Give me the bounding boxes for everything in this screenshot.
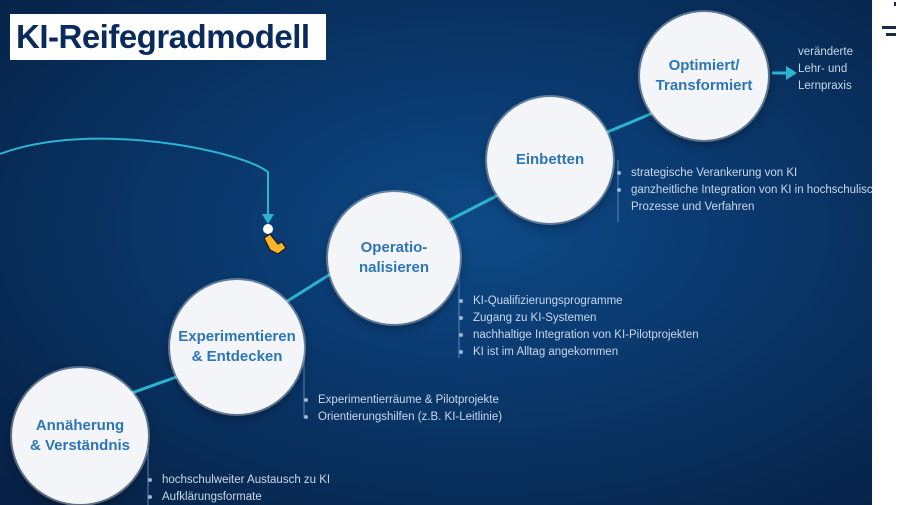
stage-label-1: Annäherung & Verständnis <box>29 417 131 454</box>
annotation-curve <box>0 137 269 220</box>
list-item: Orientierungshilfen (z.B. KI-Leitlinie) <box>304 409 502 426</box>
list-item: KI ist im Alltag angekommen <box>459 344 699 361</box>
slide: KI-Reifegradmodell Annäherung & Verständ… <box>0 0 872 505</box>
stage-2-bullets: Experimentierräume & Pilotprojekte Orien… <box>304 392 502 426</box>
list-item: KI-Qualifizierungsprogramme <box>459 293 699 310</box>
logo-fragment <box>880 0 903 60</box>
list-item: nachhaltige Integration von KI-Pilotproj… <box>459 327 699 344</box>
stage-label-5: Optimiert/ Transformiert <box>655 57 753 94</box>
bullet-dot <box>459 316 463 320</box>
bullet-dot <box>459 333 463 337</box>
bullet-dot <box>148 478 152 482</box>
bullet-dot <box>459 299 463 303</box>
stage-3-bullets: KI-Qualifizierungsprogramme Zugang zu KI… <box>459 293 699 361</box>
list-item: Zugang zu KI-Systemen <box>459 310 699 327</box>
bullet-dot <box>617 171 621 175</box>
list-item: ganzheitliche Integration von KI in hoch… <box>617 182 872 199</box>
list-item: Experimentierräume & Pilotprojekte <box>304 392 502 409</box>
list-item: Aufklärungsformate <box>148 489 330 505</box>
stage-label-3: Operatio- nalisieren <box>358 239 430 276</box>
title-box <box>10 14 326 60</box>
connector-lines <box>0 66 797 505</box>
stage-1-bullets: hochschulweiter Austausch zu KI Aufkläru… <box>148 472 330 505</box>
list-item: hochschulweiter Austausch zu KI <box>148 472 330 489</box>
stage-circle-2: Experimentieren & Entdecken <box>170 280 304 414</box>
bullet-dot <box>617 188 621 192</box>
annotation-dot <box>263 224 273 234</box>
stage-circle-5: Optimiert/ Transformiert <box>640 12 768 140</box>
connector-3-4 <box>437 188 509 228</box>
arrow-right-icon <box>772 66 797 80</box>
list-item: strategische Verankerung von KI <box>617 165 872 182</box>
page-title: KI-Reifegradmodell <box>16 18 310 55</box>
connector-4-5 <box>597 108 661 138</box>
bullet-dot <box>304 398 308 402</box>
list-item: Prozesse und Verfahren <box>631 201 755 213</box>
stage-circle-3: Operatio- nalisieren <box>328 192 460 324</box>
bullet-dot <box>148 495 152 499</box>
stage-label-4: Einbetten <box>515 151 585 168</box>
pointing-hand-icon <box>263 233 287 255</box>
bullet-dot <box>304 415 308 419</box>
stage-circle-1: Annäherung & Verständnis <box>12 368 148 504</box>
stage-4-bullets: strategische Verankerung von KI ganzheit… <box>617 165 872 216</box>
outcome-text: veränderte Lehr- und Lernpraxis <box>798 46 853 92</box>
stage-label-2: Experimentieren & Entdecken <box>178 328 296 365</box>
bullet-dot <box>459 350 463 354</box>
stage-circle-4: Einbetten <box>487 97 613 223</box>
annotation-arrowhead <box>262 214 274 224</box>
